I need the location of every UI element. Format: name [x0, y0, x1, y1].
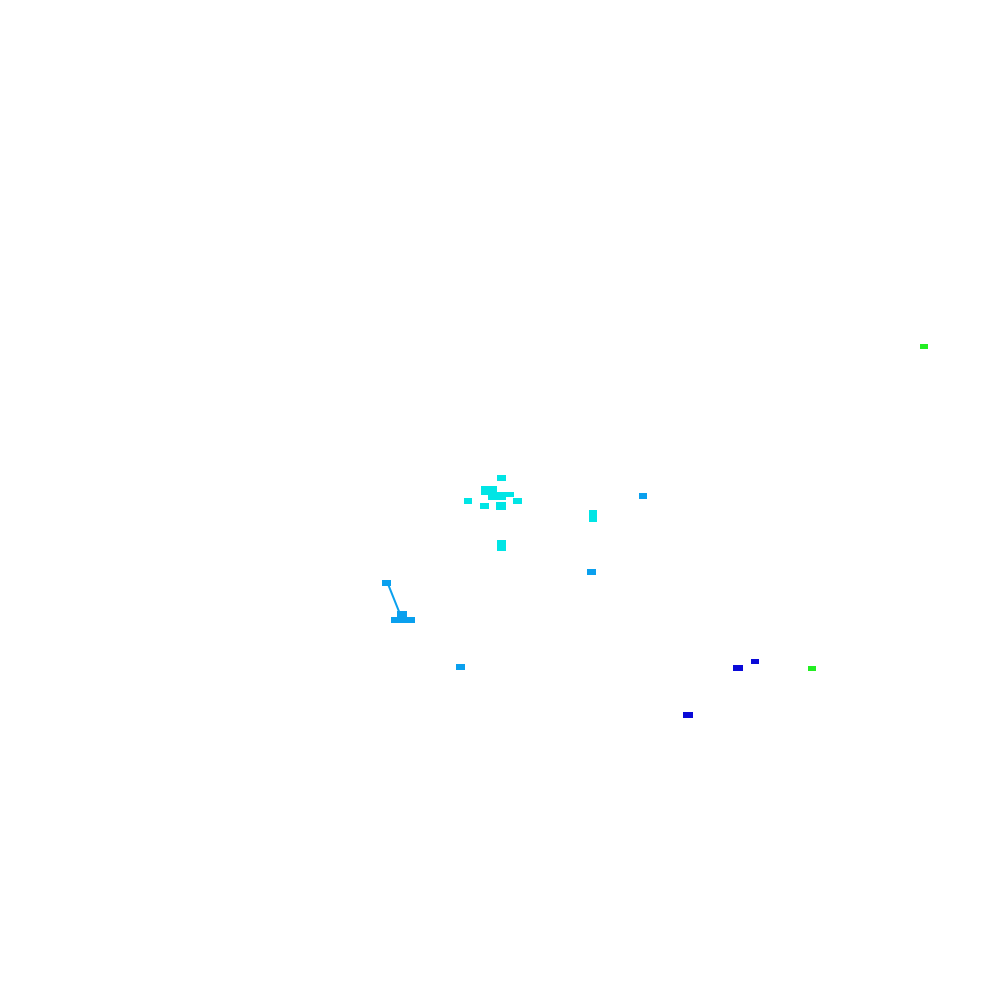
sky-blue-patch — [639, 493, 647, 499]
cyan-patch — [481, 486, 497, 495]
sky-blue-patch — [382, 580, 391, 586]
cyan-patch — [497, 475, 506, 481]
blue-patch — [733, 665, 743, 671]
cyan-patch — [503, 492, 514, 497]
sky-blue-patch — [391, 617, 415, 623]
cyan-patch — [480, 503, 489, 509]
blue-patch — [683, 712, 693, 718]
cyan-patch — [464, 498, 472, 504]
sky-blue-patch — [397, 611, 407, 618]
sky-blue-patch — [456, 664, 465, 670]
cyan-patch — [488, 492, 506, 500]
cyan-patch — [589, 510, 597, 522]
cyan-patch — [497, 540, 506, 551]
green-patch — [808, 666, 816, 671]
sky-blue-patch — [587, 569, 596, 575]
cyan-patch — [513, 498, 522, 504]
blue-patch — [751, 659, 759, 664]
green-patch — [920, 344, 928, 349]
cyan-patch — [496, 502, 506, 510]
sky-blue-streak — [387, 583, 401, 615]
